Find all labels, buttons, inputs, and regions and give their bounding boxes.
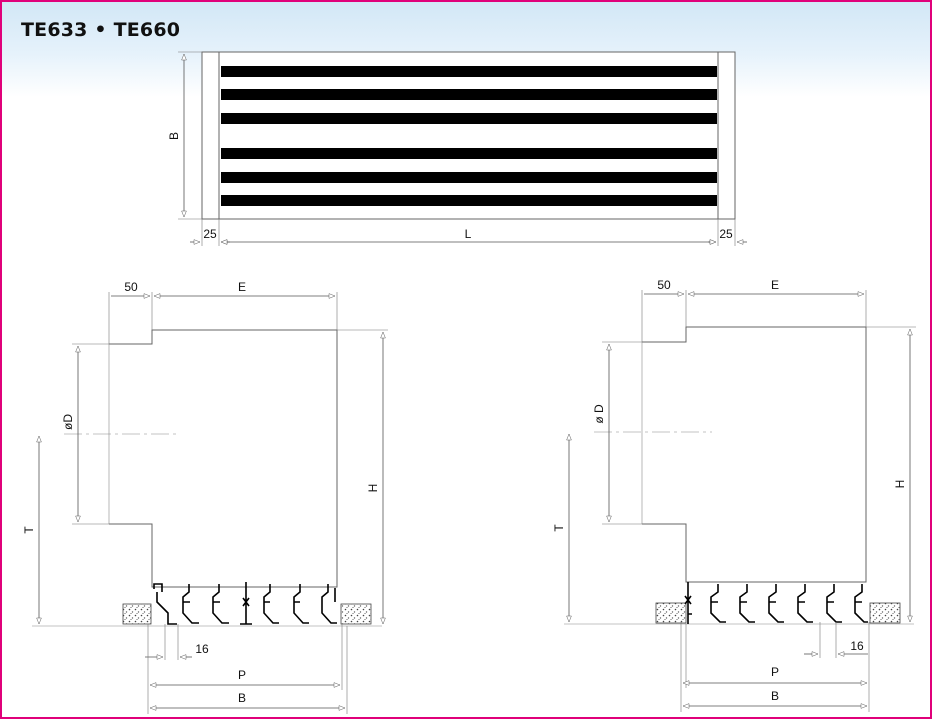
ceiling-block-right xyxy=(869,602,901,624)
dim-label-16-right: 16 xyxy=(850,639,864,653)
vane-profiles-right xyxy=(684,582,868,624)
dim-label-l: L xyxy=(465,227,472,241)
dim-label-t-left: T xyxy=(22,526,36,534)
grille-slots xyxy=(221,66,717,206)
ceiling-block-right xyxy=(340,603,372,625)
ceiling-block-left xyxy=(655,602,687,624)
dim-label-p-right: P xyxy=(771,665,779,679)
top-view: B L 25 25 xyxy=(167,51,747,246)
grille-slot xyxy=(221,113,717,124)
dim-label-diameter-right: ø D xyxy=(592,404,606,424)
dim-label-b-left: B xyxy=(238,691,246,705)
dim-label-16-left: 16 xyxy=(195,642,209,656)
dim-label-h-right: H xyxy=(893,480,907,489)
section-right: 50 E ø D T H 16 P B xyxy=(552,278,916,712)
dim-label-e-right: E xyxy=(771,278,779,292)
dim-label-e-left: E xyxy=(238,280,246,294)
grille-slot xyxy=(221,89,717,100)
dim-label-25-left: 25 xyxy=(203,227,217,241)
dim-label-b-top: B xyxy=(167,132,181,140)
ceiling-block-left xyxy=(122,603,152,625)
dim-label-25-right: 25 xyxy=(719,227,733,241)
dim-label-t-right: T xyxy=(552,524,566,532)
dim-label-h-left: H xyxy=(366,484,380,493)
grille-slot xyxy=(221,172,717,183)
dim-label-p-left: P xyxy=(238,668,246,682)
page-title: TE633 • TE660 xyxy=(21,19,181,41)
dim-label-b-right: B xyxy=(771,689,779,703)
dim-label-50-left: 50 xyxy=(124,280,138,294)
grille-slot xyxy=(221,195,717,206)
vane-profiles-left xyxy=(153,582,337,625)
dim-label-50-right: 50 xyxy=(657,278,671,292)
grille-slot xyxy=(221,66,717,77)
dim-label-diameter-left: øD xyxy=(61,414,75,430)
top-view-outer-frame xyxy=(201,51,736,220)
plenum-box-right xyxy=(642,326,867,583)
grille-slot xyxy=(221,148,717,159)
plenum-box-left xyxy=(109,329,338,588)
section-left: 50 E øD T H 16 P xyxy=(22,280,388,714)
